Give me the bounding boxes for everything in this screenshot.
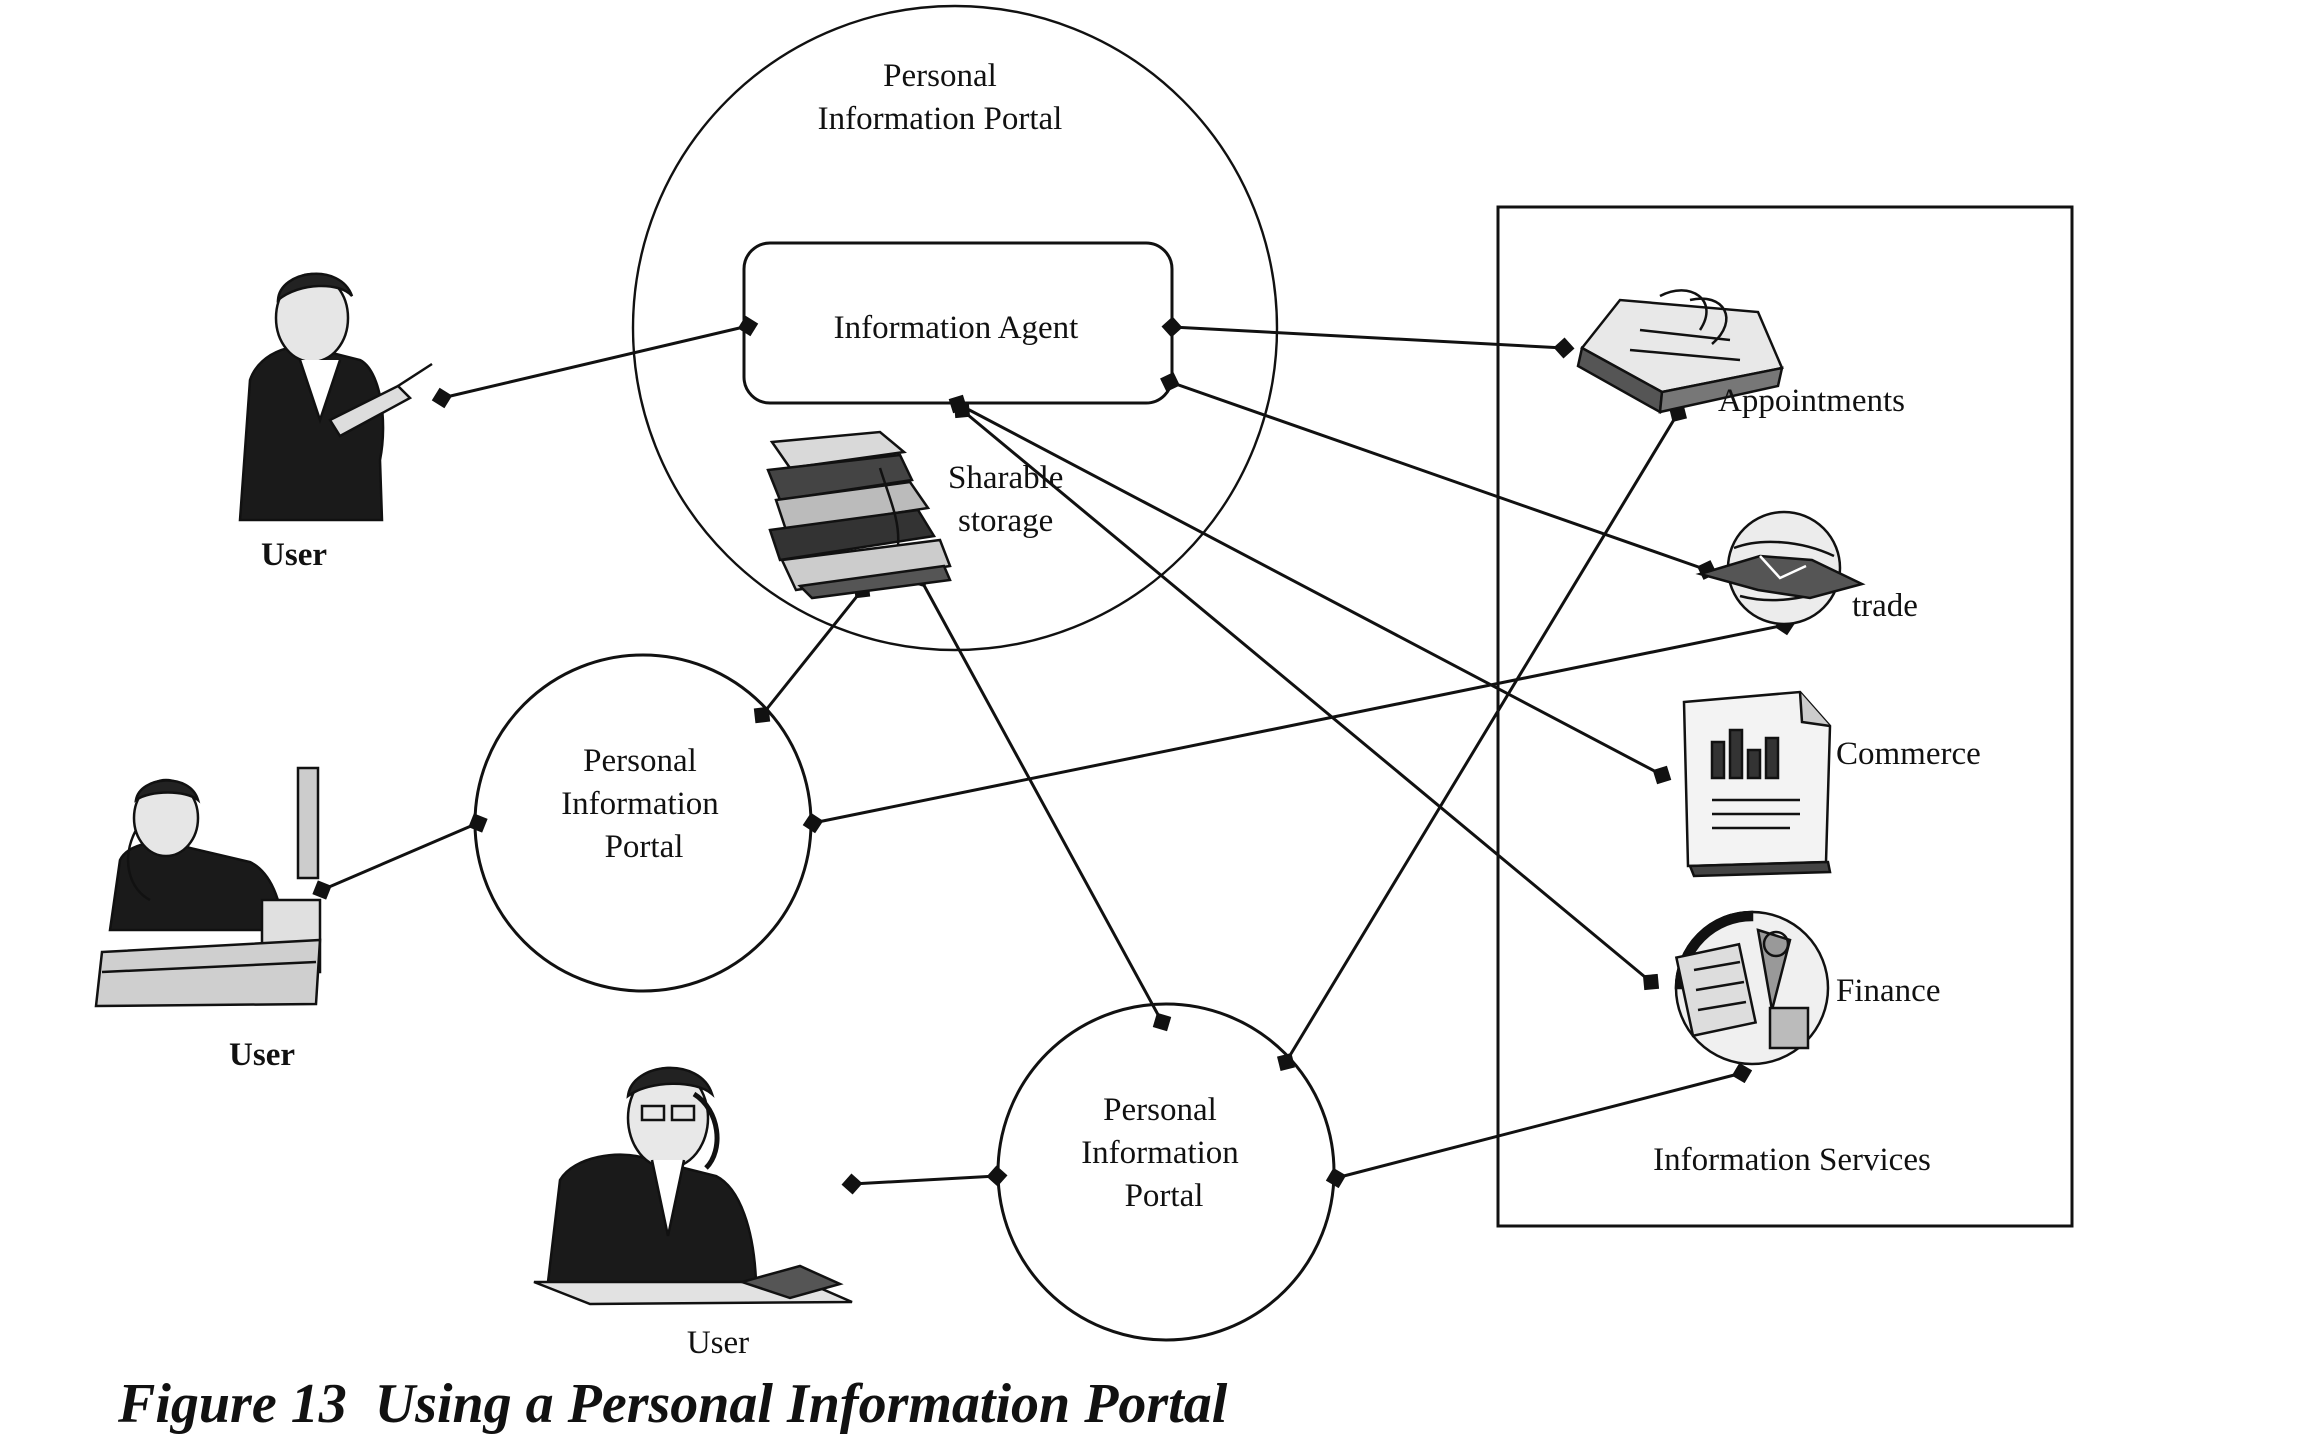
businessman-desk-computer-icon bbox=[94, 766, 322, 1008]
service-appointments-label: Appointments bbox=[1718, 383, 1905, 419]
service-trade-label: trade bbox=[1852, 588, 1918, 624]
user-top-label: User bbox=[261, 537, 327, 573]
figure-caption: Figure 13 Using a Personal Information P… bbox=[117, 1373, 1228, 1435]
user-middle-label: User bbox=[229, 1037, 295, 1073]
connector-storage-portal-bottom bbox=[910, 568, 1172, 1032]
portal-middle-line2: Information bbox=[561, 786, 719, 822]
information-agent-label: Information Agent bbox=[834, 310, 1079, 346]
user-bottom-label: User bbox=[687, 1325, 749, 1361]
portal-bottom-line2: Information bbox=[1081, 1135, 1239, 1171]
portal-bottom-circle bbox=[996, 1002, 1336, 1342]
connector-agent-appointments bbox=[1161, 316, 1575, 359]
portal-middle-circle bbox=[473, 653, 813, 993]
connector-user-bottom-portal-bottom bbox=[841, 1165, 1008, 1195]
businessman-phone-desk-icon bbox=[533, 1066, 853, 1306]
portal-middle-line1: Personal bbox=[583, 743, 697, 779]
connector-agent-finance bbox=[953, 401, 1660, 991]
connector-portal-middle-trade bbox=[802, 614, 1796, 834]
service-commerce-label: Commerce bbox=[1836, 736, 1981, 772]
connector-portal-bottom-finance bbox=[1325, 1062, 1753, 1189]
sharable-storage-line2: storage bbox=[958, 503, 1053, 539]
portal-bottom-line3: Portal bbox=[1125, 1178, 1204, 1214]
connector-portal-bottom-appointments bbox=[1277, 404, 1687, 1071]
connector-agent-trade bbox=[1160, 372, 1717, 580]
service-finance-label: Finance bbox=[1836, 973, 1940, 1009]
connector-user-middle-portal-middle bbox=[312, 813, 488, 900]
sharable-storage-line1: Sharable bbox=[948, 460, 1063, 496]
portal-top-title-line2: Information Portal bbox=[818, 101, 1063, 137]
stack-of-books-icon bbox=[766, 430, 952, 600]
connector-storage-portal-middle bbox=[753, 581, 871, 724]
appointment-book-icon bbox=[1576, 289, 1784, 415]
finance-tools-icon bbox=[1674, 910, 1830, 1066]
globe-handshake-icon bbox=[1695, 510, 1866, 626]
connector-user-top-agent bbox=[431, 315, 759, 409]
information-services-title: Information Services bbox=[1653, 1142, 1931, 1178]
document-chart-icon bbox=[1682, 690, 1832, 878]
portal-top-title-line1: Personal bbox=[883, 58, 997, 94]
connectors bbox=[312, 315, 1796, 1195]
businesswoman-phone-icon bbox=[238, 272, 433, 522]
portal-middle-line3: Portal bbox=[605, 829, 684, 865]
portal-bottom-line1: Personal bbox=[1103, 1092, 1217, 1128]
connector-agent-commerce bbox=[948, 394, 1672, 785]
